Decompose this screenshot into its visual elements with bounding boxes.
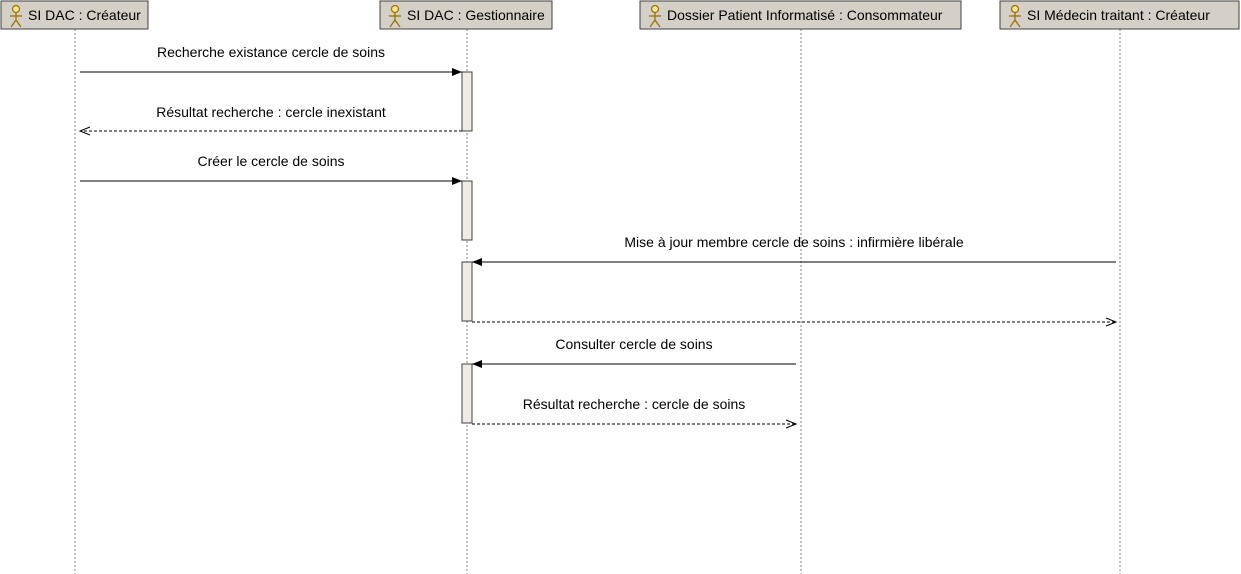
actor-stick-figure-icon [649, 4, 661, 28]
actor-stick-figure-icon [10, 4, 22, 28]
activation-bar [461, 180, 473, 241]
message-label: Consulter cercle de soins [555, 336, 712, 352]
message-label: Créer le cercle de soins [197, 153, 344, 169]
actor-stick-figure-icon [389, 4, 401, 28]
actor-label: Dossier Patient Informatisé : Consommate… [667, 7, 943, 23]
actor-medecin-createur[interactable]: SI Médecin traitant : Créateur [999, 0, 1240, 30]
actor-label: SI Médecin traitant : Créateur [1027, 7, 1210, 23]
activation-bar [461, 363, 473, 424]
actor-dpi-consommateur[interactable]: Dossier Patient Informatisé : Consommate… [639, 0, 962, 30]
actor-box [639, 0, 962, 30]
actor-box [0, 0, 149, 30]
arrowhead-filled-icon [452, 68, 462, 76]
actor-box [379, 0, 553, 30]
activation-bar [461, 261, 473, 322]
message-label: Recherche existance cercle de soins [157, 44, 385, 60]
actor-box [999, 0, 1240, 30]
message-reply: Résultat recherche : cercle inexistant [78, 104, 462, 136]
actor-stick-figure-icon [1009, 4, 1021, 28]
arrowhead-filled-icon [472, 258, 482, 266]
message-sync: Créer le cercle de soins [80, 153, 462, 185]
message-sync: Recherche existance cercle de soins [80, 44, 462, 76]
arrowhead-filled-icon [472, 360, 482, 368]
actor-label: SI DAC : Gestionnaire [407, 7, 545, 23]
message-label: Résultat recherche : cercle de soins [523, 396, 746, 412]
message-label: Résultat recherche : cercle inexistant [156, 104, 386, 120]
arrowhead-open-icon [78, 126, 91, 136]
message-reply: Résultat recherche : cercle de soins [472, 396, 798, 429]
message-sync: Mise à jour membre cercle de soins : inf… [472, 234, 1116, 266]
actor-sidac-createur[interactable]: SI DAC : Créateur [0, 0, 149, 30]
arrowhead-open-icon [1105, 317, 1118, 327]
activation-bar [461, 71, 473, 132]
arrowhead-open-icon [785, 419, 798, 429]
message-sync: Consulter cercle de soins [472, 336, 796, 368]
actor-sidac-gestionnaire[interactable]: SI DAC : Gestionnaire [379, 0, 553, 30]
message-reply [472, 317, 1118, 327]
message-label: Mise à jour membre cercle de soins : inf… [624, 234, 963, 250]
actor-label: SI DAC : Créateur [28, 7, 141, 23]
arrowhead-filled-icon [452, 177, 462, 185]
